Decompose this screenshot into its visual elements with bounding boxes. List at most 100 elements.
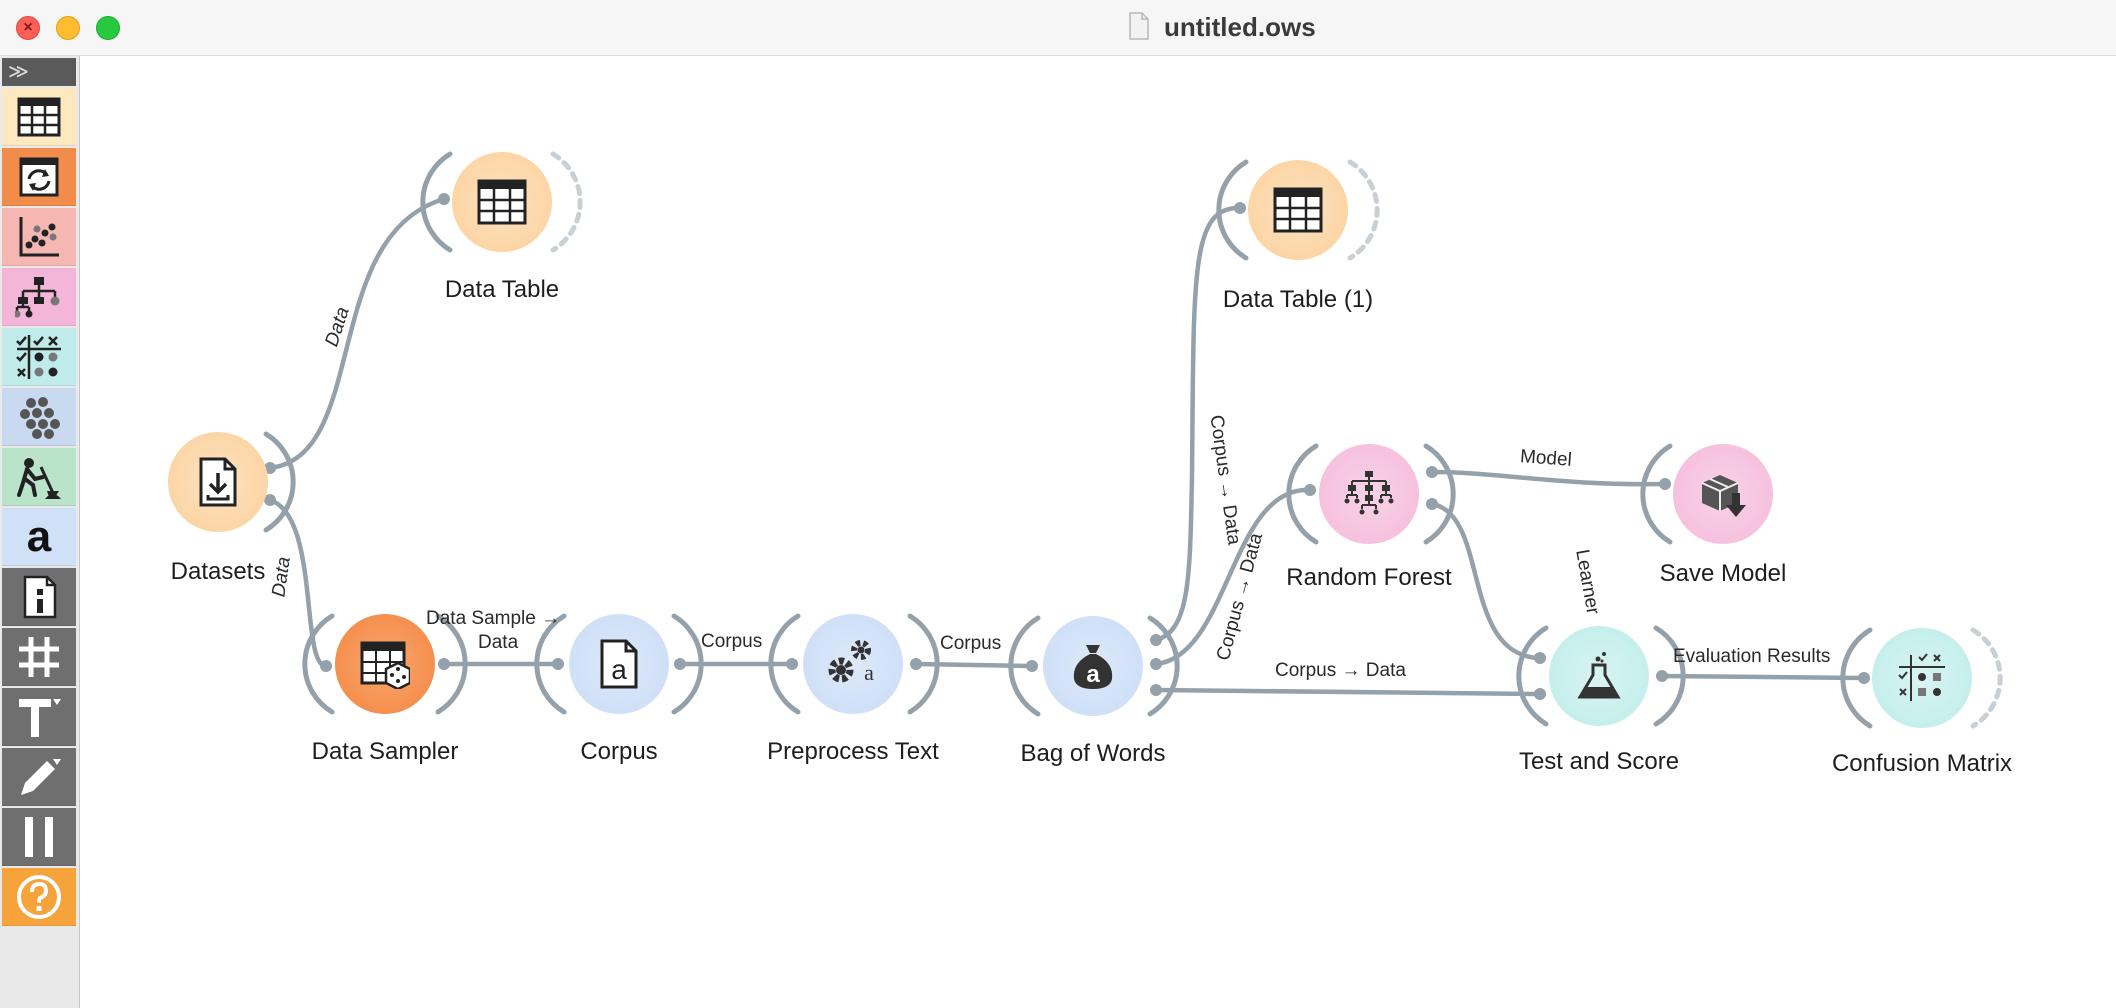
- corpus-output-channel[interactable]: [674, 658, 686, 670]
- forest-output-channel[interactable]: [1426, 466, 1438, 478]
- grid-tool-button[interactable]: [2, 628, 76, 686]
- category-evaluate-button[interactable]: [2, 328, 76, 386]
- confusion-input-arc: [1840, 627, 1873, 729]
- datatable-input-channel[interactable]: [438, 193, 450, 205]
- sampler-output-channel[interactable]: [438, 658, 450, 670]
- link-label-corpus-data: Corpus → Data: [1275, 660, 1406, 681]
- close-icon: ×: [23, 19, 33, 36]
- document-a-icon: a: [600, 639, 638, 689]
- help-icon: [17, 875, 61, 919]
- node-data-table[interactable]: [442, 142, 562, 262]
- testscore-input-channel[interactable]: [1534, 652, 1546, 664]
- confusion-input-channel[interactable]: [1858, 672, 1870, 684]
- link-forest-savemodel[interactable]: [1429, 469, 1668, 487]
- save-model-icon: [1701, 475, 1746, 517]
- node-bag-of-words[interactable]: a: [1033, 606, 1153, 726]
- node-confusion-matrix[interactable]: [1862, 618, 1982, 738]
- digger-icon: [17, 458, 61, 499]
- link-datasets-datatable[interactable]: [267, 196, 447, 471]
- datatable1-input-channel[interactable]: [1234, 202, 1246, 214]
- arrow-annotation-button[interactable]: [2, 748, 76, 806]
- node-label: Preprocess Text: [767, 738, 939, 765]
- testscore-input-channel[interactable]: [1534, 688, 1546, 700]
- datatable-input-arc: [420, 151, 453, 253]
- node-data-table-1[interactable]: [1238, 150, 1358, 270]
- preprocess-input-channel[interactable]: [786, 658, 798, 670]
- category-visualize-button[interactable]: [2, 208, 76, 266]
- category-educational-button[interactable]: [2, 448, 76, 506]
- info-annotation-button[interactable]: [2, 568, 76, 626]
- category-model-button[interactable]: [2, 268, 76, 326]
- node-datasets[interactable]: [158, 422, 278, 542]
- widget-toolbox: ≫ a: [0, 56, 80, 1008]
- preprocess-input-arc: [768, 613, 801, 715]
- datasets-output-channel[interactable]: [264, 462, 276, 474]
- forest-output-arc: [1423, 443, 1456, 545]
- node-label: Corpus: [580, 738, 658, 765]
- link-label-data-sample: Data Sample →: [426, 608, 561, 629]
- sampler-output-arc: [435, 613, 468, 715]
- corpus-input-channel[interactable]: [552, 658, 564, 670]
- testscore-output-channel[interactable]: [1656, 670, 1668, 682]
- bow-output-channel[interactable]: [1150, 658, 1162, 670]
- clusters-icon: [20, 397, 60, 439]
- node-label: Datasets: [170, 558, 266, 585]
- savemodel-input-channel[interactable]: [1659, 478, 1671, 490]
- table-icon: [1273, 187, 1323, 233]
- link-bow-randomforest[interactable]: [1153, 487, 1313, 667]
- node-data-sampler[interactable]: [325, 604, 445, 724]
- pen-icon: [21, 759, 61, 795]
- link-layer: [263, 151, 2003, 729]
- category-text-mining-button[interactable]: a: [2, 508, 76, 566]
- node-save-model[interactable]: [1663, 434, 1783, 554]
- text-annotation-button[interactable]: [2, 688, 76, 746]
- confusion-free-output-arc: [1970, 627, 2003, 729]
- download-document-icon: [199, 457, 237, 507]
- category-data-button[interactable]: [2, 88, 76, 146]
- forest-input-channel[interactable]: [1304, 484, 1316, 496]
- datatable1-free-output-arc: [1347, 159, 1380, 261]
- bow-output-channel[interactable]: [1150, 634, 1162, 646]
- minimize-window-button[interactable]: [56, 16, 80, 40]
- pause-icon: [25, 817, 53, 857]
- sampler-input-channel[interactable]: [320, 660, 332, 672]
- datatable1-input-arc: [1216, 159, 1249, 261]
- zoom-window-button[interactable]: [96, 16, 120, 40]
- link-preprocess-bow[interactable]: [913, 661, 1035, 669]
- link-bow-datatable1[interactable]: [1153, 205, 1243, 643]
- pause-button[interactable]: [2, 808, 76, 866]
- svg-text:a: a: [611, 654, 627, 685]
- node-label: Data Table (1): [1222, 286, 1374, 313]
- datasets-output-arc: [263, 431, 296, 533]
- node-label: Data Table: [444, 276, 560, 303]
- workflow-canvas[interactable]: Data Data Data Sample → Data Corpus Corp…: [80, 56, 2116, 1008]
- datasets-output-channel[interactable]: [264, 494, 276, 506]
- window-titlebar: × untitled.ows: [0, 0, 2116, 56]
- forest-input-arc: [1286, 443, 1319, 545]
- node-preprocess-text[interactable]: a: [793, 604, 913, 724]
- testscore-input-arc: [1516, 625, 1549, 727]
- bow-input-channel[interactable]: [1026, 660, 1038, 672]
- forest-icon: [1344, 471, 1394, 515]
- category-transform-button[interactable]: [2, 148, 76, 206]
- node-random-forest[interactable]: [1309, 434, 1429, 554]
- category-unsupervised-button[interactable]: [2, 388, 76, 446]
- document-icon: [1129, 12, 1149, 40]
- link-label-corpus: Corpus: [940, 633, 1002, 654]
- help-button[interactable]: [2, 868, 76, 926]
- sampler-input-arc: [302, 613, 335, 715]
- link-testscore-confusion[interactable]: [1659, 673, 1867, 681]
- node-test-and-score[interactable]: [1539, 616, 1659, 736]
- toolbox-collapse-toggle[interactable]: ≫: [2, 58, 76, 86]
- window-title: untitled.ows: [1164, 12, 1316, 42]
- link-bow-testscore[interactable]: [1153, 687, 1543, 697]
- gears-icon: a: [828, 640, 874, 685]
- preprocess-output-channel[interactable]: [910, 658, 922, 670]
- node-corpus[interactable]: a: [559, 604, 679, 724]
- bow-output-channel[interactable]: [1150, 684, 1162, 696]
- table-dice-icon: [360, 641, 410, 689]
- close-window-button[interactable]: ×: [16, 16, 40, 40]
- corpus-input-arc: [534, 613, 567, 715]
- link-label-corpus: Corpus: [701, 631, 763, 652]
- forest-output-channel[interactable]: [1426, 498, 1438, 510]
